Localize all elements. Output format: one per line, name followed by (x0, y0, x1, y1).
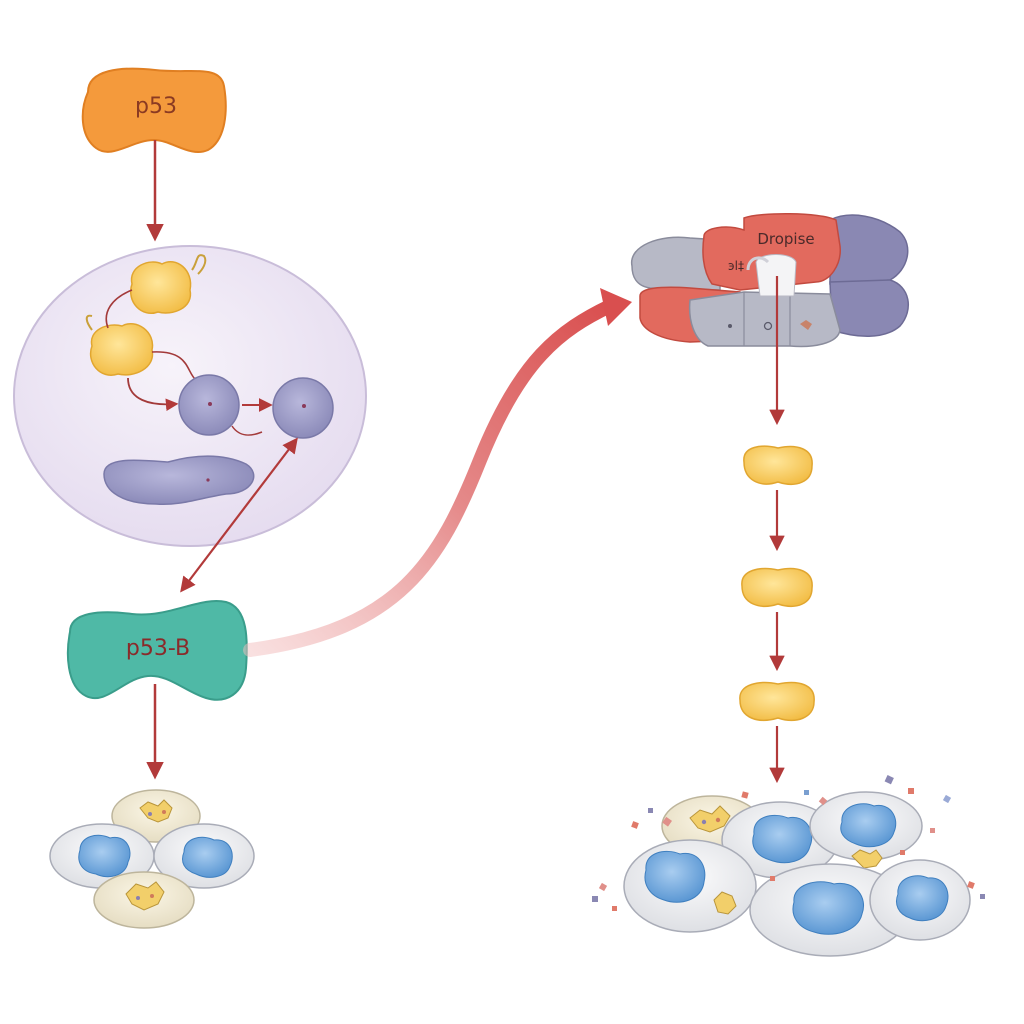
complex-sublabel: эl‡ (728, 259, 744, 273)
arrow-yellow-2-to-purple-1 (151, 351, 197, 381)
cell-front-right (869, 859, 971, 941)
yellow-protein-2 (85, 314, 154, 376)
right-cell-cluster (592, 775, 985, 957)
p53b-protein: p53-B (66, 600, 248, 701)
p53-label: p53 (135, 94, 177, 119)
cell-front-left (623, 839, 757, 933)
yellow-bean-1 (743, 445, 813, 486)
cell-front-center (749, 863, 911, 957)
arrow-yellow-2-down (127, 377, 179, 412)
curved-arrow-p53b-to-complex (243, 299, 617, 657)
cell-right-blue (153, 823, 255, 889)
link-yellow-1-to-2 (105, 289, 133, 329)
apoptotic-debris (592, 775, 985, 911)
p53b-label: p53-B (126, 636, 190, 661)
purple-protein-1 (178, 374, 240, 436)
link-purple-1-under (231, 425, 263, 436)
purple-protein-2 (272, 377, 334, 439)
cell-bottom-yellow (93, 871, 195, 929)
cell-left-blue (49, 823, 155, 889)
complex-label: Dropise (757, 230, 814, 248)
left-cell-cluster (49, 789, 255, 929)
yellow-bean-3 (739, 681, 815, 722)
p53-protein: p53 (81, 67, 227, 153)
yellow-bean-2 (741, 567, 813, 608)
protein-complex: Dropise эl‡ (631, 213, 909, 348)
cell-back-center (721, 801, 839, 879)
arrow-p53b-purple-bidirectional (180, 437, 298, 593)
curved-arrowhead (600, 288, 632, 326)
yellow-protein-1 (129, 254, 207, 315)
cell-back-right (809, 791, 923, 869)
